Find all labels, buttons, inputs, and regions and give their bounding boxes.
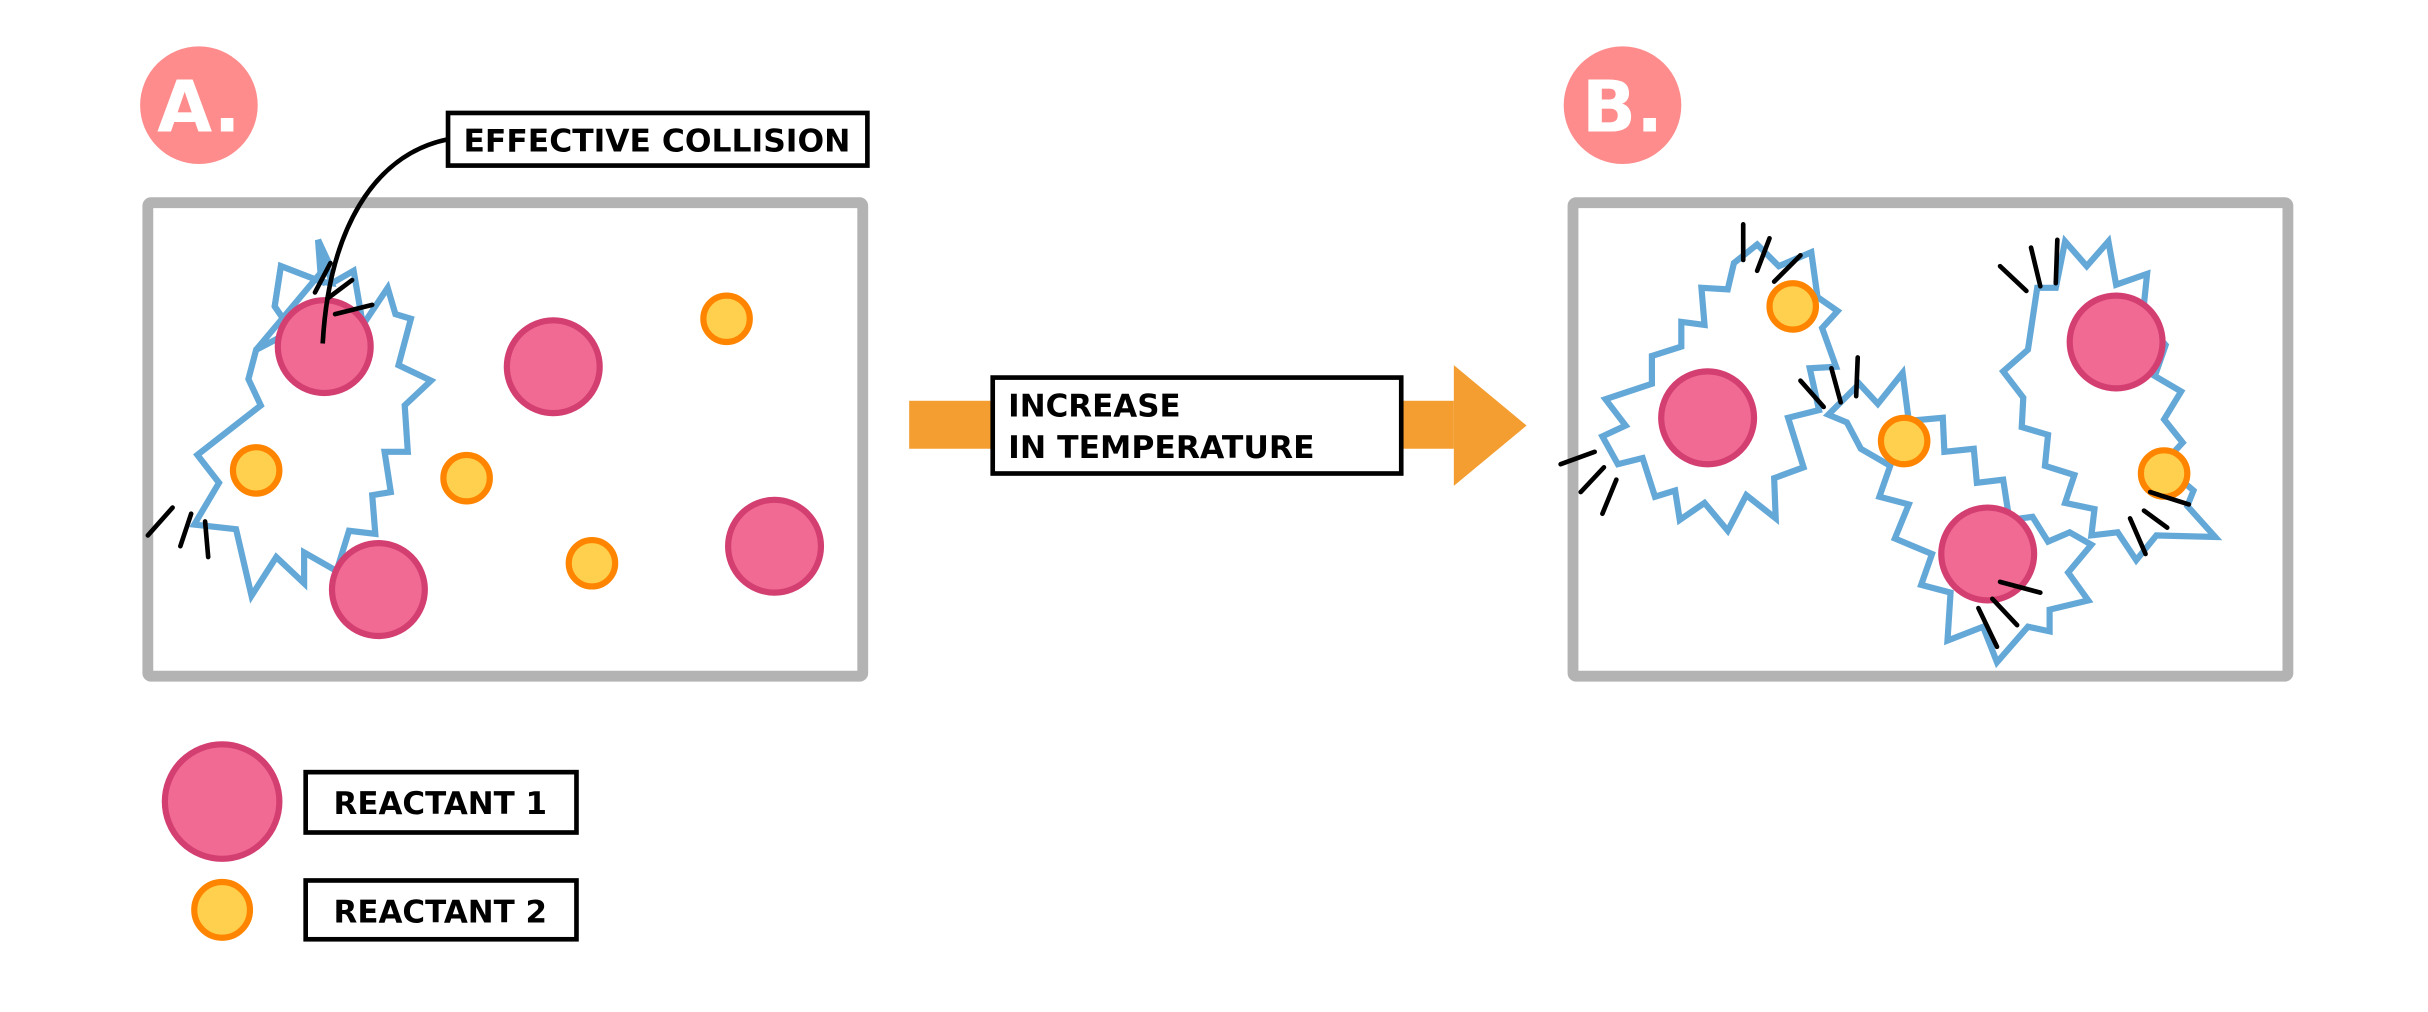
reactant-1-particle bbox=[2066, 292, 2166, 392]
reactant-1-particle bbox=[725, 496, 825, 596]
panel-b: B. bbox=[1558, 46, 2294, 682]
reactant-1-particle bbox=[274, 297, 374, 397]
effective-collision-label: EFFECTIVE COLLISION bbox=[464, 124, 851, 160]
reactant-1-particle bbox=[1658, 368, 1758, 468]
effective-collision-callout bbox=[445, 110, 870, 168]
reactant-2-particle bbox=[229, 444, 283, 497]
motion-lines bbox=[1558, 222, 2192, 650]
panel-b-badge-label: B. bbox=[1582, 66, 1663, 149]
legend-item-reactant-1: REACTANT 1 bbox=[161, 741, 579, 862]
panel-a-badge-label: A. bbox=[157, 66, 240, 149]
temperature-label-line2: IN TEMPERATURE bbox=[1008, 430, 1314, 466]
reactant-1-particle bbox=[503, 317, 603, 417]
reactant-1-particle bbox=[328, 540, 428, 640]
panel-a-badge bbox=[140, 46, 258, 165]
panel-a: A. EFFECTIVE COLLISION bbox=[140, 46, 870, 682]
reactant-1-label: REACTANT 1 bbox=[334, 786, 548, 822]
motion-lines bbox=[145, 260, 375, 560]
reactant-2-label: REACTANT 2 bbox=[334, 894, 548, 930]
reactant-2-label-box bbox=[303, 878, 579, 942]
callout-leader-line bbox=[320, 136, 449, 344]
temperature-arrow: INCREASE IN TEMPERATURE bbox=[909, 365, 1527, 486]
legend: REACTANT 1 REACTANT 2 bbox=[161, 741, 579, 942]
reactant-1-icon bbox=[161, 741, 283, 862]
reactant-2-particle bbox=[440, 451, 493, 505]
legend-item-reactant-2: REACTANT 2 bbox=[191, 878, 579, 942]
reactant-2-particle bbox=[1766, 280, 1820, 333]
reactant-2-particle bbox=[1877, 414, 1931, 468]
reactant-2-particle bbox=[2137, 447, 2191, 500]
reactant-1-label-box bbox=[303, 769, 579, 835]
temperature-label-box bbox=[990, 375, 1404, 476]
reactant-2-icon bbox=[191, 878, 254, 941]
reactant-2-particle bbox=[700, 292, 753, 346]
arrow-head bbox=[1453, 365, 1527, 486]
panel-b-badge bbox=[1563, 46, 1682, 165]
reactant-1-particle bbox=[1938, 504, 2038, 604]
temperature-label-line1: INCREASE bbox=[1008, 388, 1180, 424]
reactant-2-particle bbox=[565, 536, 619, 590]
